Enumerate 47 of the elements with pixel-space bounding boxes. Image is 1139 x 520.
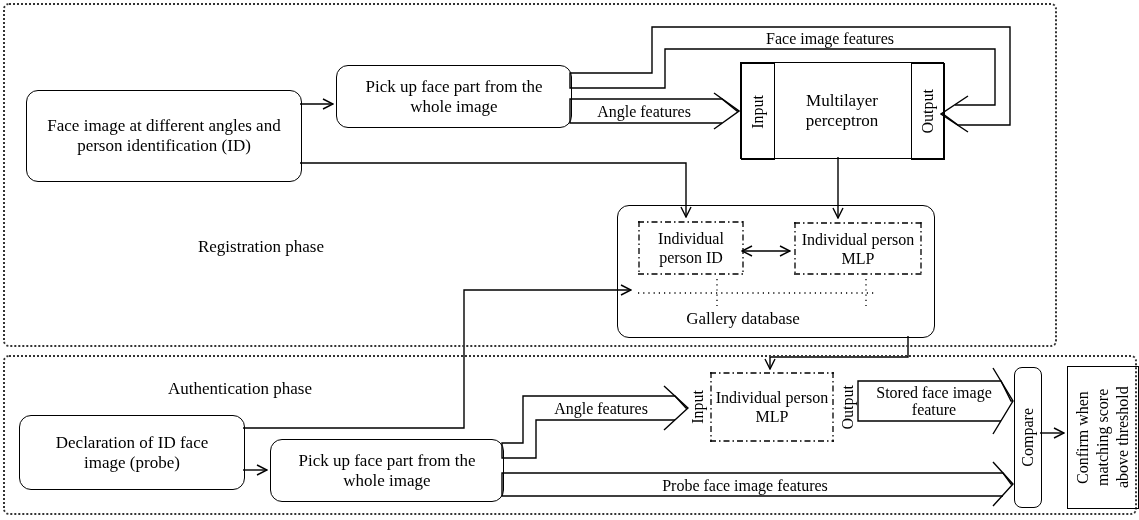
region-label: Registration phase <box>197 237 325 257</box>
double-arrow <box>857 367 1014 435</box>
arrow <box>1039 427 1065 439</box>
arrow <box>764 335 909 370</box>
node-text: Pick up face part from the whole image <box>297 450 477 491</box>
process-box <box>270 439 504 502</box>
double-arrow <box>569 26 1011 133</box>
mlp-box <box>740 62 944 159</box>
node-text: Multilayer perceptron <box>804 90 880 131</box>
edge-label: Probe face image features <box>660 476 830 494</box>
region-label: Authentication phase <box>168 379 312 399</box>
arrow <box>242 464 268 476</box>
process-box <box>26 90 302 182</box>
node-text: Individual person ID <box>657 229 725 267</box>
node-text: Pick up face part from the whole image <box>364 76 544 117</box>
edge-label: Face image features <box>764 29 896 47</box>
node-text: Individual person MLP <box>714 388 830 426</box>
process-box <box>19 415 245 490</box>
compare-box <box>1014 367 1042 508</box>
arrow <box>832 156 844 219</box>
output-compartment <box>911 63 945 160</box>
edge-label: Angle features <box>595 102 693 120</box>
double-arrow <box>569 92 740 130</box>
record-box <box>794 222 922 275</box>
input-compartment <box>741 63 775 160</box>
database-box <box>617 205 935 338</box>
node-text: Compare <box>1019 408 1037 467</box>
node-text: Declaration of ID face image (probe) <box>54 432 210 473</box>
node-text: Input <box>749 94 767 129</box>
result-box <box>1067 366 1139 509</box>
arrow <box>741 245 791 257</box>
node-text: Individual person MLP <box>800 229 916 268</box>
arrow <box>242 284 632 429</box>
region-label: Gallery database <box>686 309 800 329</box>
node-text: Confirm when matching score above threshold <box>1073 385 1132 491</box>
edge-label: Angle features <box>552 399 650 417</box>
node-text: Output <box>839 384 857 430</box>
double-arrow <box>501 461 1014 507</box>
arrow <box>299 98 334 110</box>
node-text: Output <box>919 89 937 134</box>
mlp-box <box>710 372 834 442</box>
double-arrow <box>501 385 689 459</box>
process-box <box>336 65 572 128</box>
node-text: Input <box>689 390 707 424</box>
arrow <box>299 162 692 218</box>
node-text: Face image at different angles and person identification (ID) <box>47 116 281 156</box>
record-box <box>638 221 744 275</box>
